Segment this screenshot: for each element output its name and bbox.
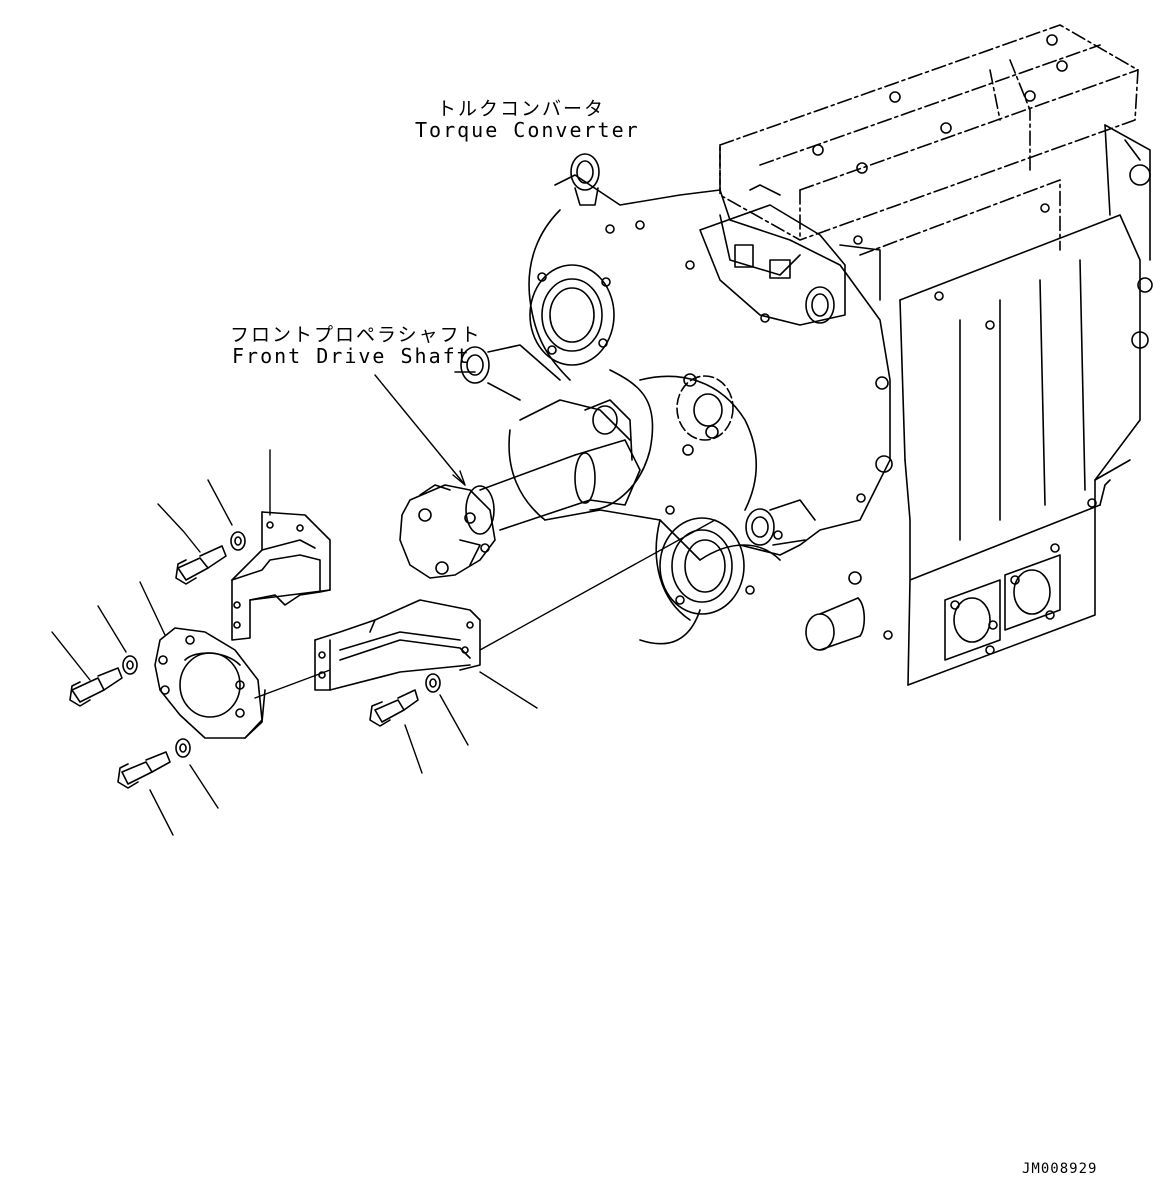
lower-bracket bbox=[315, 600, 480, 690]
torque-converter-label-en: Torque Converter bbox=[415, 118, 640, 142]
transmission-assembly bbox=[455, 25, 1152, 685]
document-id: JM008929 bbox=[1022, 1161, 1098, 1177]
bolt bbox=[176, 546, 226, 584]
washer bbox=[426, 674, 440, 692]
stub-shaft bbox=[806, 598, 864, 650]
lifting-eye bbox=[571, 154, 834, 323]
torque-converter-label-jp: トルクコンバータ bbox=[437, 98, 606, 120]
output-flange bbox=[945, 555, 1060, 660]
bolt bbox=[118, 752, 170, 788]
washer bbox=[231, 532, 245, 550]
front-drive-shaft-label-en: Front Drive Shaft bbox=[232, 344, 471, 368]
washer bbox=[123, 656, 137, 674]
flange-plate bbox=[155, 628, 265, 738]
washer bbox=[176, 739, 190, 757]
bolt bbox=[70, 668, 122, 706]
leader-lines bbox=[52, 375, 715, 835]
cover-bolts bbox=[813, 35, 1067, 173]
front-drive-shaft bbox=[400, 400, 640, 578]
housing-bolts bbox=[538, 204, 1096, 639]
bolt bbox=[370, 690, 418, 726]
upper-bracket bbox=[232, 512, 330, 640]
front-drive-shaft-label-jp: フロントプロペラシャフト bbox=[230, 324, 482, 346]
housing-ports bbox=[530, 265, 744, 614]
